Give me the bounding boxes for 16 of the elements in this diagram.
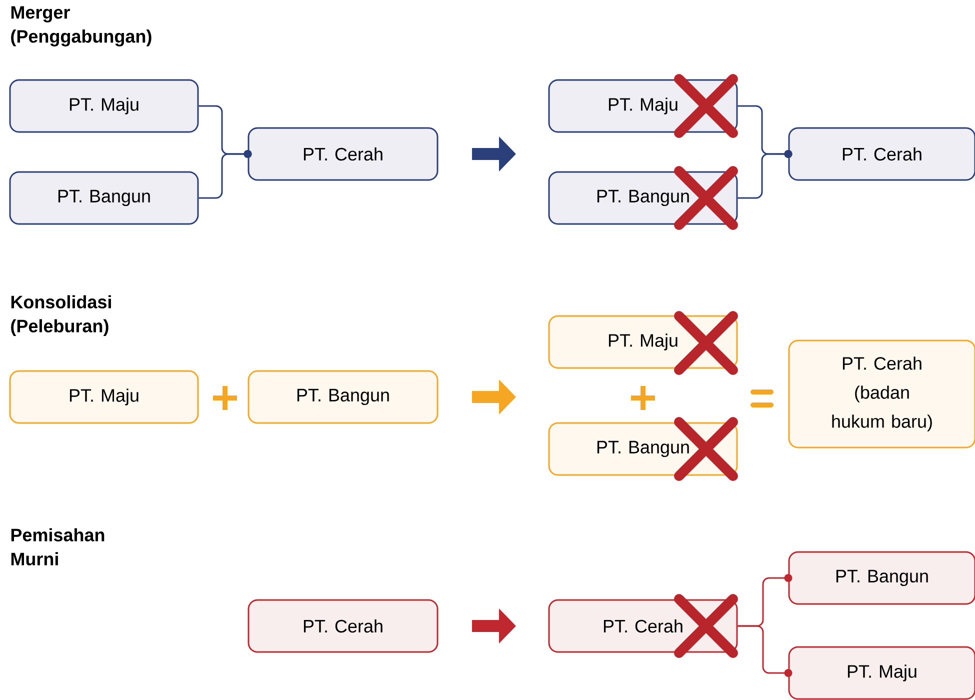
- company-box: PT. Cerah: [788, 127, 975, 181]
- company-box: PT. Maju: [9, 370, 199, 424]
- company-box: PT. Maju: [788, 646, 975, 700]
- company-box: PT. Bangun: [9, 171, 199, 225]
- company-box: PT. Cerah (badan hukum baru): [788, 340, 975, 448]
- connector: [738, 150, 792, 199]
- section-heading: Konsolidasi (Peleburan): [11, 295, 111, 336]
- connector: [198, 150, 252, 199]
- section-heading: Pemisahan Murni: [11, 528, 104, 566]
- company-box: PT. Maju: [9, 79, 199, 133]
- section-heading: Merger (Penggabungan): [11, 6, 152, 46]
- connector: [738, 625, 792, 677]
- company-box: PT. Cerah: [248, 127, 438, 181]
- company-box: PT. Cerah: [248, 599, 438, 653]
- company-box: PT. Bangun: [788, 551, 975, 605]
- company-box: PT. Bangun: [248, 370, 438, 424]
